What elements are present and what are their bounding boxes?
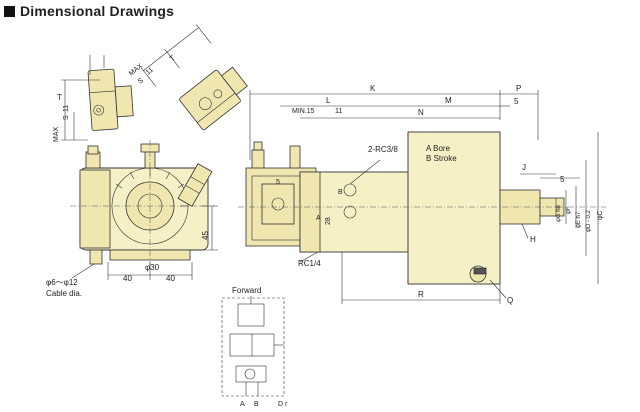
- dim-label-40-right: 40: [166, 274, 175, 283]
- side-view: K P L M 5 MIN.15 11 N 2-RC3/8 A B 5 28 R…: [238, 84, 606, 305]
- rc-small-label: RC1/4: [298, 259, 321, 268]
- section-heading: Dimensional Drawings: [4, 2, 174, 20]
- small-a-label: A: [316, 215, 321, 222]
- stroke-label: B Stroke: [426, 154, 457, 163]
- dim-label-s-top: S: [137, 77, 145, 86]
- dim-label-dia-g: φG h8: [556, 204, 562, 222]
- dim-label-11-left: 11: [63, 105, 70, 112]
- dim-label-p: P: [516, 84, 521, 93]
- dim-label-min15: MIN.15: [292, 108, 315, 115]
- dim-label-m: M: [445, 96, 452, 105]
- circuit-a-label: A: [240, 401, 245, 408]
- dim-label-28: 28: [325, 217, 332, 225]
- port-main-label: 2-RC3/8: [368, 145, 398, 154]
- dim-label-k: K: [370, 84, 376, 93]
- circuit-b-label: B: [254, 401, 259, 408]
- dim-label-5-small: 5: [276, 179, 280, 186]
- dim-label-t-top: T: [168, 53, 177, 63]
- dim-label-r: R: [418, 290, 424, 299]
- bore-label: A Bore: [426, 144, 451, 153]
- dim-label-dia-e: φE h7: [576, 211, 582, 228]
- circuit-dr-label: D r: [278, 401, 288, 408]
- dim-label-q: Q: [507, 296, 513, 305]
- hydraulic-circuit: Forward A B D r: [221, 286, 288, 408]
- dim-label-dia-c: φC: [597, 210, 604, 220]
- dim-label-h: H: [530, 235, 536, 244]
- left-end-view: T MAX S 11: [46, 55, 218, 298]
- dim-label-40-left: 40: [123, 274, 132, 283]
- forward-label: Forward: [232, 286, 261, 295]
- dim-label-5-right: 5: [560, 175, 565, 184]
- dim-label-s-left: S: [63, 115, 70, 120]
- heading-square-icon: [4, 5, 15, 17]
- dim-label-11-mid: 11: [335, 108, 342, 115]
- dim-label-dia-f: φF: [566, 206, 572, 214]
- dim-label-dia-d: φD - 0.2: [586, 209, 592, 232]
- dim-label-n: N: [418, 108, 424, 117]
- dim-label-max-top: MAX: [128, 63, 145, 78]
- dim-label-l: L: [326, 96, 331, 105]
- dim-label-dia30: φ30: [145, 263, 160, 272]
- dim-label-t-left: T: [57, 93, 62, 102]
- dim-label-j: J: [522, 163, 526, 172]
- cable-dia-label: Cable dia.: [46, 289, 82, 298]
- dim-label-max-left: MAX: [53, 127, 60, 143]
- dim-label-45: 45: [201, 231, 210, 240]
- rotated-detail-view: MAX S 11 T: [128, 24, 248, 131]
- page-title: Dimensional Drawings: [20, 3, 175, 19]
- dim-label-5-top: 5: [514, 97, 519, 106]
- small-b-label: B: [338, 189, 343, 196]
- cable-range-label: φ6～φ12: [46, 278, 78, 287]
- dim-label-11-top: 11: [145, 67, 155, 77]
